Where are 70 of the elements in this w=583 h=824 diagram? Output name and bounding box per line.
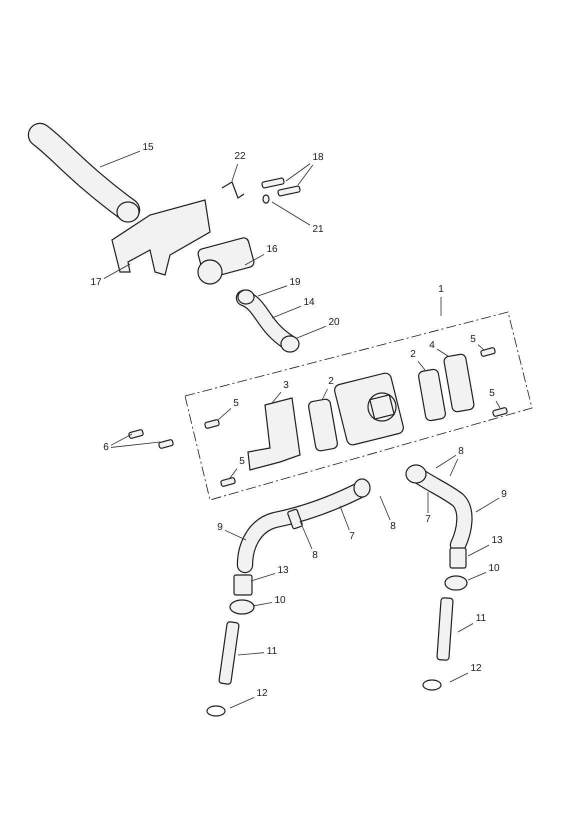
callout-number: 4 <box>428 340 436 352</box>
leader-line <box>468 544 490 556</box>
leader-line <box>250 573 276 582</box>
leader-line <box>244 254 264 266</box>
leader-line <box>496 400 500 408</box>
callout-number: 3 <box>282 380 290 392</box>
callout-number: 5 <box>469 334 477 346</box>
callout-number: 10 <box>487 563 501 575</box>
callout-number: 6 <box>102 442 110 454</box>
leader-line <box>298 164 314 186</box>
callout-number: 8 <box>457 446 465 458</box>
callout-number: 16 <box>265 244 279 256</box>
callout-number: 13 <box>490 535 504 547</box>
callout-number: 13 <box>276 565 290 577</box>
callout-number: 21 <box>311 224 325 236</box>
callout-number: 10 <box>273 595 287 607</box>
leader-line <box>380 496 390 520</box>
leader-line <box>286 163 310 182</box>
callout-number: 8 <box>389 521 397 533</box>
leader-line <box>436 348 448 356</box>
callout-number: 7 <box>348 531 356 543</box>
callout-number: 5 <box>488 388 496 400</box>
leader-line <box>218 408 232 420</box>
leader-line <box>296 326 326 338</box>
callout-number: 5 <box>232 398 240 410</box>
leader-line <box>450 458 458 476</box>
callout-number: 8 <box>311 550 319 562</box>
leader-line <box>450 672 468 682</box>
leader-line <box>272 202 310 226</box>
leader-line <box>110 434 132 446</box>
leader-line <box>458 623 474 632</box>
leader-line <box>258 285 288 296</box>
leader-line <box>436 454 456 468</box>
callout-number: 2 <box>409 349 417 361</box>
leader-line <box>440 296 442 316</box>
leader-line <box>300 520 312 550</box>
callout-number: 9 <box>500 489 508 501</box>
callout-number: 19 <box>288 277 302 289</box>
callout-number: 12 <box>255 688 269 700</box>
callout-number: 11 <box>474 613 488 625</box>
callout-number: 22 <box>233 151 247 163</box>
callout-number: 15 <box>141 142 155 154</box>
callout-number: 17 <box>89 277 103 289</box>
leader-line <box>110 442 160 448</box>
leader-line <box>100 150 140 168</box>
leader-line <box>468 572 486 580</box>
callout-number: 2 <box>327 376 335 388</box>
callout-number: 20 <box>327 317 341 329</box>
leader-line <box>232 164 238 182</box>
callout-number: 1 <box>437 284 445 296</box>
callout-number: 7 <box>424 514 432 526</box>
callout-number: 9 <box>216 522 224 534</box>
leader-line <box>224 530 246 540</box>
callout-number: 11 <box>265 646 279 658</box>
leader-line <box>230 697 254 708</box>
leader-line <box>272 306 302 318</box>
callout-number: 5 <box>238 456 246 468</box>
callout-number: 18 <box>311 152 325 164</box>
leader-line <box>476 498 500 512</box>
leader-line <box>478 344 484 350</box>
leader-line <box>252 602 272 606</box>
leader-line <box>238 652 264 656</box>
leader-line <box>104 264 130 279</box>
leader-line <box>272 392 282 404</box>
leader-line <box>418 360 426 370</box>
callout-number: 12 <box>469 663 483 675</box>
leader-line <box>230 468 238 478</box>
callout-number: 14 <box>302 297 316 309</box>
leader-line <box>322 388 328 400</box>
leader-line <box>340 506 350 530</box>
